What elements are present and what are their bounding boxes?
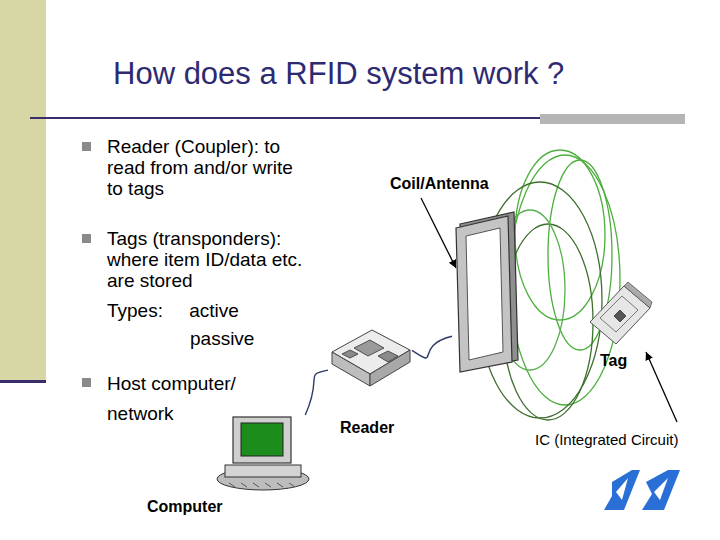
monitor bbox=[233, 417, 291, 463]
illustration bbox=[588, 282, 652, 346]
keyboard-key bbox=[229, 483, 235, 487]
side-band bbox=[0, 0, 46, 381]
antenna-panel bbox=[456, 216, 512, 372]
callout-label: IC (Integrated Circuit) bbox=[535, 431, 678, 449]
logo-mark bbox=[642, 470, 680, 510]
illustration bbox=[215, 415, 310, 491]
part-label: Coil/Antenna bbox=[390, 175, 489, 193]
antenna-coil-area bbox=[466, 228, 503, 360]
bullet-text: passive bbox=[190, 328, 254, 349]
tag-coil bbox=[600, 296, 638, 332]
logo bbox=[604, 470, 680, 510]
cable bbox=[305, 370, 328, 415]
illustration bbox=[452, 210, 522, 374]
cable bbox=[412, 336, 452, 358]
tag-chip bbox=[614, 310, 626, 322]
computer-illustration: Computer bbox=[215, 415, 310, 491]
reader-chip bbox=[354, 340, 384, 356]
logo-cut bbox=[616, 478, 628, 500]
reader-chip bbox=[378, 351, 398, 362]
title-rule bbox=[30, 117, 542, 119]
side-band-rule bbox=[0, 380, 46, 383]
reader-illustration: Reader bbox=[328, 322, 412, 388]
leader-arrow bbox=[646, 352, 677, 422]
keyboard-key bbox=[241, 483, 247, 487]
bullet bbox=[82, 234, 91, 243]
keyboard-key bbox=[277, 483, 283, 487]
reader-side bbox=[370, 350, 410, 386]
monitor-screen bbox=[241, 423, 283, 456]
part-label: Tag bbox=[600, 352, 627, 370]
part-label: Computer bbox=[147, 498, 223, 516]
bullet-text: Host computer/ network bbox=[107, 369, 257, 429]
antenna-illustration: Coil/Antenna bbox=[452, 210, 522, 374]
title-rule-accent bbox=[540, 114, 685, 124]
logo-cut bbox=[654, 478, 668, 500]
bullet-text: Tags (transponders): where item ID/data … bbox=[107, 228, 309, 291]
tag-illustration: Tag bbox=[588, 282, 652, 346]
slide-title: How does a RFID system work ? bbox=[113, 56, 564, 92]
bullet bbox=[82, 378, 91, 387]
computer-base bbox=[225, 465, 301, 477]
logo-mark bbox=[604, 470, 640, 510]
reader-chip bbox=[342, 350, 358, 358]
bullet bbox=[82, 142, 91, 151]
keyboard-key bbox=[253, 483, 259, 487]
bullet-text: Reader (Coupler): to read from and/or wr… bbox=[107, 136, 309, 199]
tag-edge bbox=[624, 282, 652, 308]
keyboard-key bbox=[289, 483, 295, 487]
bullet-text: Types: active bbox=[107, 300, 239, 321]
part-label: Reader bbox=[340, 419, 394, 437]
leader-line bbox=[421, 198, 456, 268]
illustration bbox=[328, 322, 412, 388]
keyboard-key bbox=[265, 483, 271, 487]
